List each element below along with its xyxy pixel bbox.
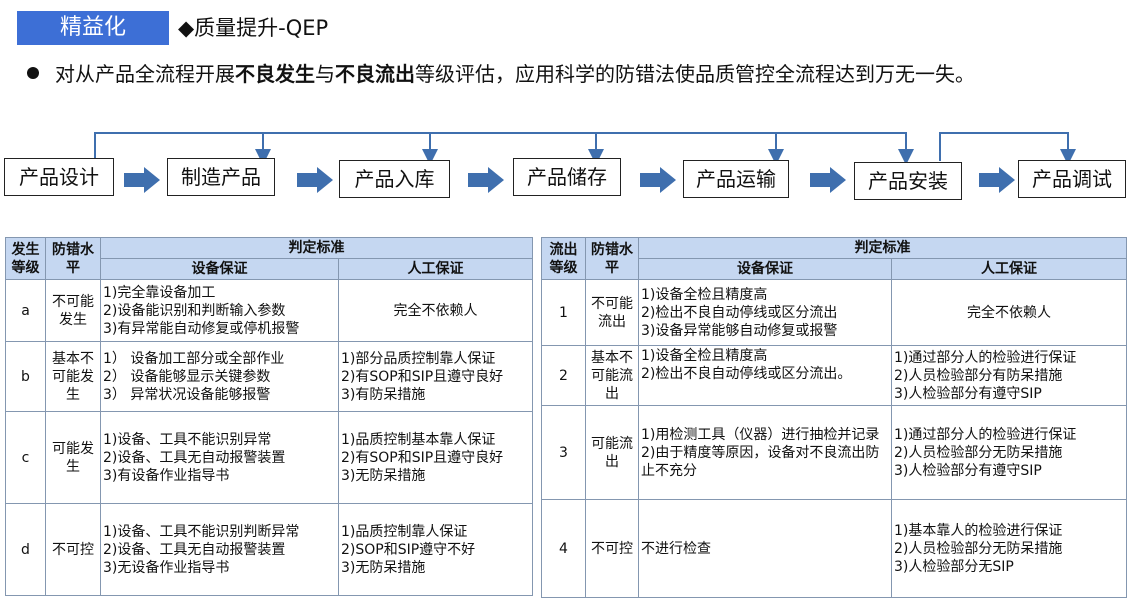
mistake-proof-cell: 不可控 <box>585 499 639 598</box>
mistake-proof-cell: 基本不可能发生 <box>45 341 101 412</box>
process-box-manufacture: 制造产品 <box>167 158 275 196</box>
human-cell: 完全不依赖人 <box>338 279 533 342</box>
bold-outflow: 不良流出 <box>335 62 415 86</box>
process-box-storage: 产品储存 <box>513 158 621 196</box>
bullet-text: 对从产品全流程开展不良发生与不良流出等级评估，应用科学的防错法使品质管控全流程达… <box>55 62 975 86</box>
mistake-proof-cell: 不可控 <box>45 503 101 596</box>
level-cell: b <box>5 341 46 412</box>
mistake-proof-cell: 可能发生 <box>45 411 101 504</box>
loop-4 <box>595 132 784 165</box>
header-criteria: 判定标准 <box>100 237 533 259</box>
mistake-proof-cell: 基本不可能流出 <box>585 345 639 406</box>
header-equipment: 设备保证 <box>638 258 892 280</box>
header-mistake-proof-level: 防错水平 <box>585 237 639 280</box>
process-box-warehousing: 产品入库 <box>339 160 450 198</box>
flow-arrow-1 <box>124 167 160 193</box>
level-cell: 4 <box>541 499 586 598</box>
mistake-proof-cell: 不可能发生 <box>45 279 101 342</box>
loop-1 <box>94 132 271 165</box>
header-human: 人工保证 <box>338 258 533 280</box>
loop-3 <box>429 132 604 165</box>
header-criteria: 判定标准 <box>638 237 1127 259</box>
mistake-proof-cell: 不可能流出 <box>585 279 639 346</box>
header-human: 人工保证 <box>891 258 1127 280</box>
flow-arrow-5 <box>810 167 846 193</box>
process-box-install: 产品安装 <box>854 162 962 200</box>
level-cell: 1 <box>541 279 586 346</box>
outflow-level-table: 流出等级 防错水平 判定标准 设备保证 人工保证 1 不可能流出 1)设备全检且… <box>541 237 1127 598</box>
flow-arrow-3 <box>468 167 504 193</box>
occurrence-level-table: 发生等级 防错水平 判定标准 设备保证 人工保证 a 不可能发生 1)完全靠设备… <box>5 237 533 596</box>
flow-arrow-6 <box>979 167 1015 193</box>
process-feedback-loops <box>94 132 1076 165</box>
level-cell: d <box>5 503 46 596</box>
loop-2 <box>262 132 438 165</box>
header-outflow-level: 流出等级 <box>541 237 586 280</box>
level-cell: a <box>5 279 46 342</box>
process-box-debug: 产品调试 <box>1018 160 1126 198</box>
loop-5 <box>775 132 914 165</box>
loop-6 <box>939 132 1076 165</box>
flow-arrow-4 <box>640 167 676 193</box>
section-tag: 精益化 <box>17 11 169 45</box>
equipment-cell: 不进行检查 <box>638 499 892 598</box>
bold-occurrence: 不良发生 <box>235 62 315 86</box>
process-box-transport: 产品运输 <box>683 160 789 198</box>
flow-arrow-2 <box>297 167 333 193</box>
level-cell: 2 <box>541 345 586 406</box>
header-occurrence-level: 发生等级 <box>5 237 46 280</box>
bullet-dot <box>27 67 39 79</box>
human-cell: 完全不依赖人 <box>891 279 1127 346</box>
level-cell: 3 <box>541 405 586 500</box>
header-equipment: 设备保证 <box>100 258 339 280</box>
mistake-proof-cell: 可能流出 <box>585 405 639 500</box>
section-title: ◆质量提升-QEP <box>178 16 329 40</box>
process-box-design: 产品设计 <box>4 158 114 196</box>
header-mistake-proof-level: 防错水平 <box>45 237 101 280</box>
level-cell: c <box>5 411 46 504</box>
